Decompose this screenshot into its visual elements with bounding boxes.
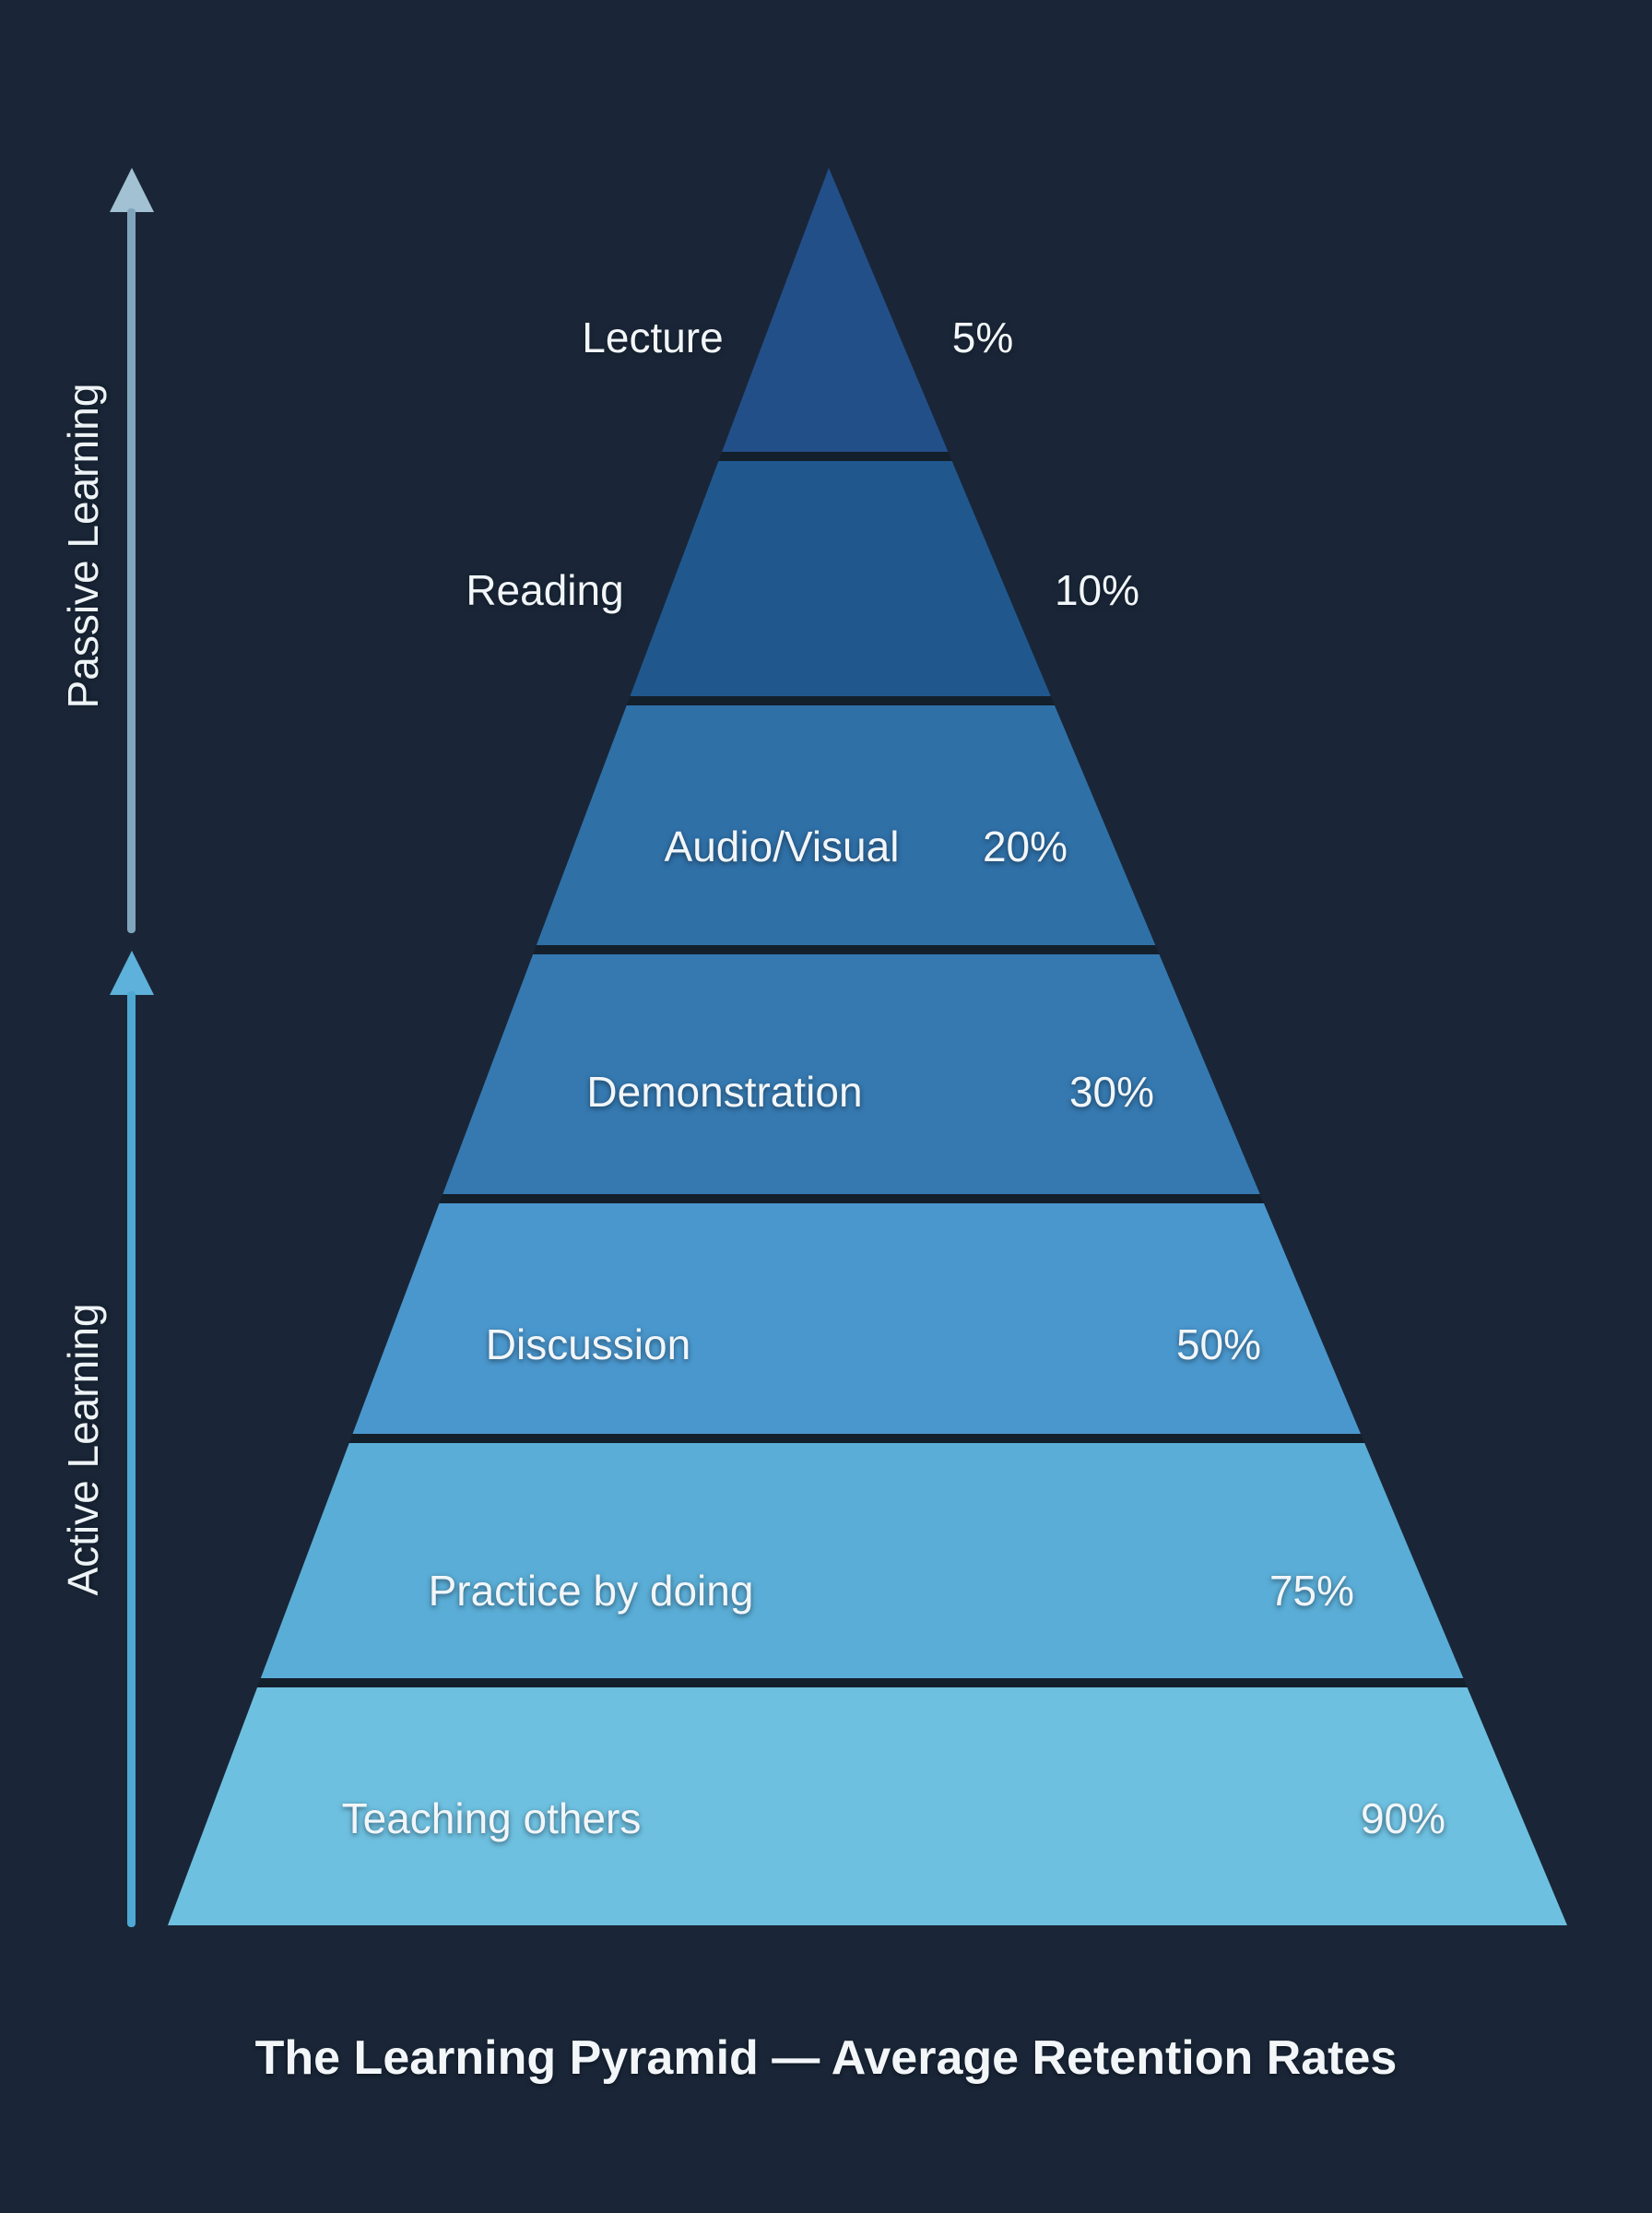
tier-label: Demonstration: [586, 1068, 862, 1116]
tier-shape: [722, 168, 949, 452]
passive-arrow-line: [127, 208, 136, 933]
tier-label: Lecture: [582, 314, 723, 361]
tier-shape: [630, 461, 1051, 696]
tier-label: Practice by doing: [429, 1567, 754, 1615]
active-up-arrow-icon: [110, 951, 154, 995]
tier-value: 30%: [1069, 1068, 1154, 1116]
pyramid-tier-teaching-others: Teaching others 90%: [168, 1687, 1567, 1925]
tier-shape: [168, 1687, 1567, 1925]
active-arrow-line: [127, 991, 136, 1927]
tier-value: 10%: [1055, 566, 1139, 614]
tier-value: 5%: [952, 314, 1013, 361]
tier-shape: [260, 1443, 1464, 1678]
chart-title: The Learning Pyramid — Average Retention…: [254, 2031, 1398, 2085]
pyramid-tier-demonstration: Demonstration 30%: [442, 954, 1260, 1194]
pyramid-tier-discussion: Discussion 50%: [352, 1203, 1362, 1434]
tier-shape: [536, 705, 1156, 945]
tier-value: 90%: [1361, 1794, 1446, 1842]
tier-value: 50%: [1176, 1320, 1261, 1368]
passive-up-arrow-icon: [110, 168, 154, 212]
pyramid-tier-practice-by-doing: Practice by doing 75%: [260, 1443, 1464, 1678]
tier-label: Teaching others: [342, 1794, 642, 1842]
pyramid-tier-lecture: Lecture 5%: [582, 168, 1013, 452]
tier-value: 20%: [983, 822, 1068, 870]
tier-shape: [352, 1203, 1362, 1434]
pyramid-tier-audio-visual: Audio/Visual 20%: [536, 705, 1156, 945]
tier-label: Discussion: [486, 1320, 690, 1368]
tier-value: 75%: [1269, 1567, 1354, 1615]
pyramid-tier-reading: Reading 10%: [466, 461, 1139, 696]
tier-label: Audio/Visual: [665, 822, 900, 870]
tier-label: Reading: [466, 566, 623, 614]
tier-shape: [442, 954, 1260, 1194]
